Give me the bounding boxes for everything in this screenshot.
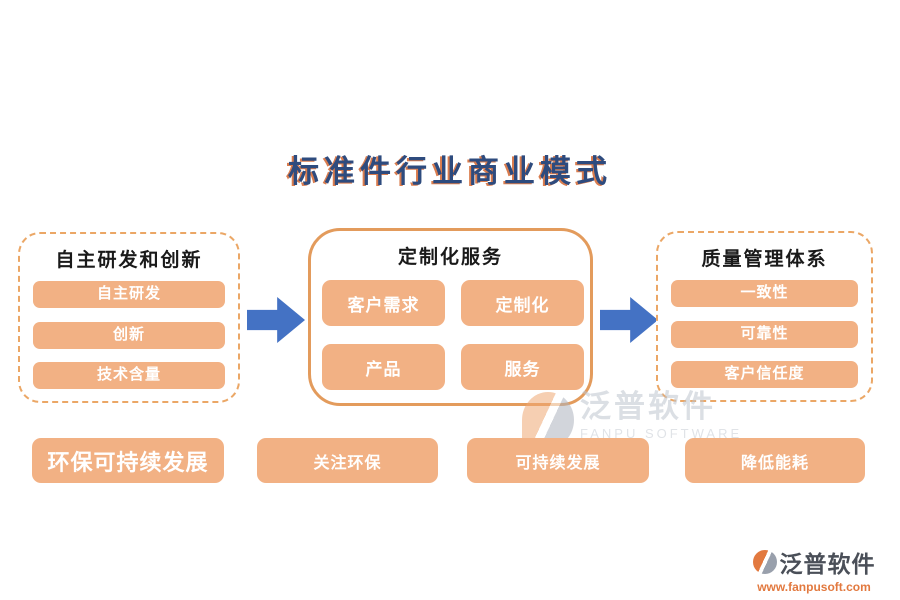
btn-service: 服务	[461, 344, 584, 390]
pill-self-rd: 自主研发	[33, 281, 225, 308]
pill-reliability: 可靠性	[671, 321, 858, 348]
pill-reduce-energy: 降低能耗	[685, 438, 865, 483]
page-title: 标准件行业商业模式	[288, 154, 612, 189]
pill-tech-content: 技术含量	[33, 362, 225, 389]
pill-customer-trust: 客户信任度	[671, 361, 858, 388]
group-quality-management: 质量管理体系 一致性 可靠性 客户信任度	[656, 231, 873, 402]
footer-url: www.fanpusoft.com	[757, 580, 871, 594]
footer-logo: 泛普软件 www.fanpusoft.com	[746, 545, 882, 594]
footer-brand: 泛普软件	[779, 552, 876, 577]
group-quality-management-title: 质量管理体系	[701, 249, 828, 270]
group-customized-service-title: 定制化服务	[397, 247, 503, 268]
pill-consistency: 一致性	[671, 280, 858, 307]
group-rd-innovation: 自主研发和创新 自主研发 创新 技术含量	[18, 232, 240, 403]
btn-product: 产品	[322, 344, 445, 390]
pill-innovation: 创新	[33, 322, 225, 349]
pill-env-focus: 关注环保	[257, 438, 438, 483]
group-customized-service: 定制化服务 客户需求 定制化 产品 服务	[308, 228, 593, 406]
pill-eco-sustainable: 环保可持续发展	[32, 438, 224, 483]
fanpu-logo-icon	[752, 550, 777, 574]
btn-customer-demand: 客户需求	[322, 280, 445, 326]
right-arrow-icon	[247, 297, 305, 343]
pill-sustainable-dev: 可持续发展	[467, 438, 649, 483]
btn-customization: 定制化	[461, 280, 584, 326]
right-arrow-icon	[600, 297, 658, 343]
group-rd-innovation-title: 自主研发和创新	[55, 250, 203, 271]
